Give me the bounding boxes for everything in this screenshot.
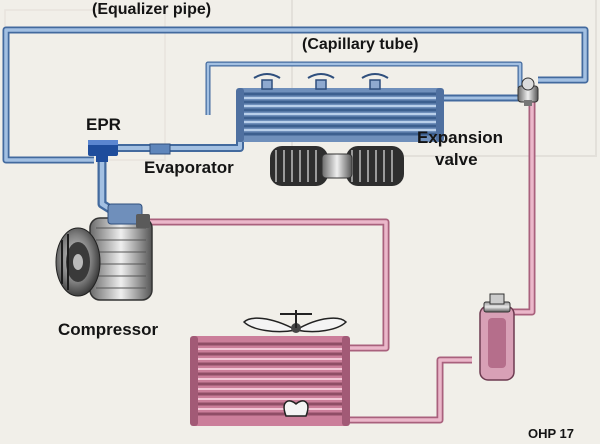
epr-valve <box>88 140 171 162</box>
discharge-line <box>142 218 390 352</box>
capillary-tube-label: (Capillary tube) <box>302 36 419 53</box>
compressor <box>55 203 153 301</box>
compressor-label: Compressor <box>58 320 159 339</box>
condenser-fan <box>242 310 348 417</box>
equalizer-pipe <box>2 26 589 164</box>
evaporator-core <box>236 73 444 142</box>
receiver-drier <box>479 293 515 381</box>
expansion-valve-label-line2: valve <box>435 150 478 169</box>
evaporator-label: Evaporator <box>144 158 234 177</box>
condenser-core <box>190 336 350 426</box>
expansion-valve <box>517 77 539 106</box>
capillary-tube <box>205 61 523 115</box>
equalizer-pipe-label: (Equalizer pipe) <box>92 1 212 18</box>
liquid-line <box>350 100 536 424</box>
expansion-valve-label-line1: Expansion <box>417 128 503 147</box>
epr-label: EPR <box>86 115 121 134</box>
evaporator-blower <box>270 146 404 186</box>
page-reference: OHP 17 <box>528 426 575 441</box>
